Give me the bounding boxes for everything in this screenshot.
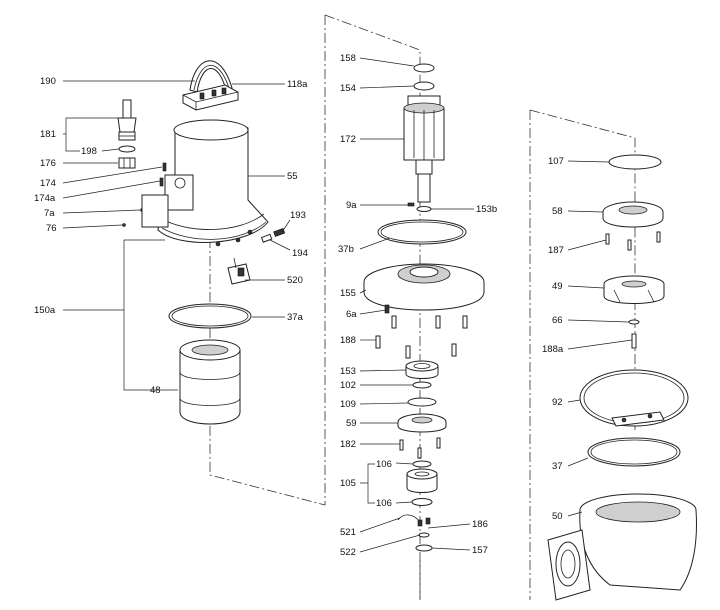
label-49: 49: [552, 281, 563, 292]
part-153-bearing: [405, 360, 439, 379]
label-174: 174: [40, 178, 56, 189]
part-190-lifting-handle: [189, 60, 233, 93]
label-521: 521: [340, 527, 356, 538]
label-194: 194: [292, 248, 308, 259]
label-158: 158: [340, 53, 356, 64]
part-522-washer: [418, 532, 430, 538]
part-154-bearing: [413, 81, 435, 91]
label-188: 188: [340, 335, 356, 346]
label-522: 522: [340, 547, 356, 558]
label-50: 50: [552, 511, 563, 522]
label-66: 66: [552, 315, 563, 326]
label-155: 155: [340, 288, 356, 299]
label-37b: 37b: [338, 244, 354, 255]
label-118a: 118a: [287, 79, 308, 90]
part-58-plate: [602, 201, 664, 228]
label-7a: 7a: [44, 208, 55, 219]
part-55-motor-housing: [141, 119, 269, 247]
label-193: 193: [290, 210, 306, 221]
leader-lines: [62, 57, 633, 553]
part-37b-o-ring: [377, 219, 467, 245]
part-187-screws: [605, 231, 661, 251]
label-186: 186: [472, 519, 488, 530]
label-58: 58: [552, 206, 563, 217]
part-102-circlip: [412, 381, 432, 389]
label-174a: 174a: [34, 193, 56, 204]
part-521-cable-sensor: [397, 514, 431, 527]
part-48-stator: [179, 339, 241, 425]
part-172-rotor: [403, 95, 445, 203]
label-150a: 150a: [34, 305, 56, 316]
part-198-washer: [118, 145, 136, 153]
label-109: 109: [340, 399, 356, 410]
part-92-clamp-ring: [579, 369, 689, 427]
part-49-impeller: [603, 275, 665, 304]
part-188-bolts: [375, 315, 468, 359]
label-154: 154: [340, 83, 356, 94]
part-157-ring: [415, 544, 433, 552]
label-176: 176: [40, 158, 56, 169]
label-157: 157: [472, 545, 488, 556]
label-106-bottom: 106: [376, 498, 392, 509]
part-118a-bracket: [182, 84, 239, 111]
part-193-194-screws: [260, 228, 286, 243]
label-37: 37: [552, 461, 563, 472]
part-158-ring: [413, 63, 435, 73]
label-198: 198: [81, 146, 97, 157]
label-6a: 6a: [346, 309, 357, 320]
part-37-o-ring: [587, 437, 681, 467]
label-520: 520: [287, 275, 303, 286]
label-9a: 9a: [346, 200, 357, 211]
label-76: 76: [46, 223, 57, 234]
label-188a: 188a: [542, 344, 564, 355]
part-182-screws: [399, 437, 441, 459]
label-105: 105: [340, 478, 356, 489]
label-190: 190: [40, 76, 56, 87]
label-187: 187: [548, 245, 564, 256]
part-153b-ring: [416, 206, 432, 212]
part-109-ring: [407, 397, 437, 407]
label-102: 102: [340, 380, 356, 391]
label-107: 107: [548, 156, 564, 167]
label-172: 172: [340, 134, 356, 145]
part-labels: 190 118a 181 198 176 174 174a 7a 76 55 1…: [34, 53, 564, 558]
part-9a-key: [407, 202, 415, 207]
part-59-seal-plate: [397, 413, 447, 433]
label-59: 59: [346, 418, 357, 429]
label-37a: 37a: [287, 312, 304, 323]
part-188a-bolt: [631, 333, 637, 349]
label-182: 182: [340, 439, 356, 450]
label-48: 48: [150, 385, 161, 396]
label-92: 92: [552, 397, 563, 408]
part-50-pump-casing: [547, 493, 697, 601]
label-106-top: 106: [376, 459, 392, 470]
label-153b: 153b: [476, 204, 497, 215]
label-55: 55: [287, 171, 298, 182]
part-176-nut: [118, 157, 136, 169]
part-107-o-ring: [608, 154, 662, 170]
part-155-bearing-cover: [363, 263, 485, 314]
part-181-cable-entry: [117, 99, 137, 141]
part-37a-o-ring: [168, 303, 252, 329]
label-153: 153: [340, 366, 356, 377]
part-66-washer: [628, 319, 640, 325]
part-105-mechanical-seal: [406, 460, 438, 506]
label-181: 181: [40, 129, 56, 140]
